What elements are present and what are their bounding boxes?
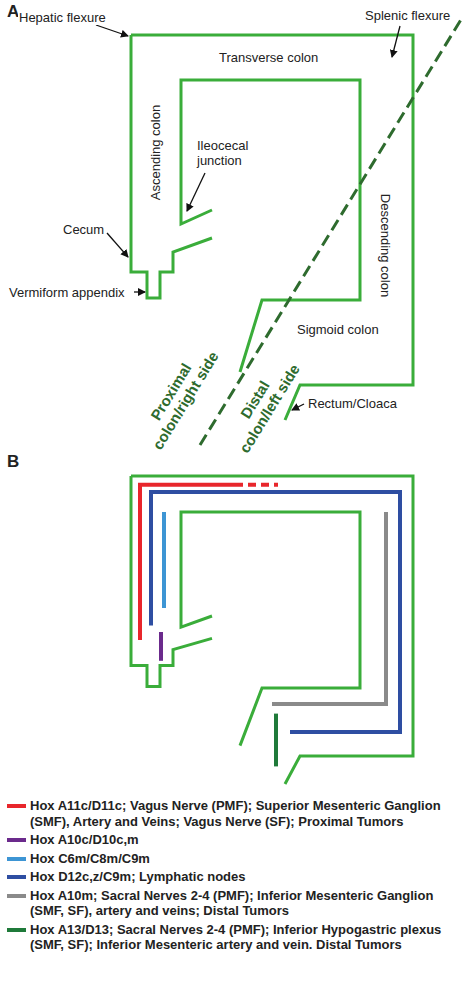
part-label: Rectum/Cloaca	[307, 396, 398, 411]
region-line	[140, 485, 235, 640]
colon-outline-b	[131, 476, 413, 784]
part-label: Proximal colon/right side	[134, 339, 223, 454]
legend-swatch	[7, 928, 26, 932]
part-label: Splenic flexure	[364, 8, 451, 23]
legend-swatch-box	[6, 854, 30, 864]
legend-swatch	[7, 894, 26, 898]
region-line	[151, 492, 400, 732]
legend-swatch	[7, 875, 26, 879]
region-line	[159, 632, 163, 661]
part-label: Descending colon	[378, 192, 393, 297]
legend-entry: Hox A10c/D10c,m	[6, 832, 468, 848]
legend-text: Hox A10c/D10c,m	[30, 832, 139, 848]
legend-swatch	[7, 804, 26, 808]
legend-swatch-box	[6, 835, 30, 845]
legend-swatch-box	[6, 801, 30, 811]
legend: Hox A11c/D11c; Vagus Nerve (PMF); Superi…	[6, 798, 468, 956]
region-line	[235, 483, 278, 487]
legend-text: Hox D12c,z/C9m; Lymphatic nodes	[30, 869, 246, 885]
part-label: Cecum	[62, 222, 105, 237]
legend-entry: Hox A11c/D11c; Vagus Nerve (PMF); Superi…	[6, 798, 468, 829]
legend-text: Hox A11c/D11c; Vagus Nerve (PMF); Superi…	[30, 798, 468, 829]
part-label: Hepatic flexure	[18, 10, 107, 25]
legend-text: Hox A10m; Sacral Nerves 2-4 (PMF); Infer…	[30, 888, 468, 919]
part-label: Ascending colon	[149, 103, 164, 200]
leader-arrows	[96, 25, 400, 410]
part-label: Vermiform appendix	[8, 285, 126, 300]
legend-swatch-box	[6, 872, 30, 882]
legend-entry: Hox C6m/C8m/C9m	[6, 851, 468, 867]
legend-swatch-box	[6, 891, 30, 901]
legend-swatch	[7, 857, 26, 861]
legend-entry: Hox A13/D13; Sacral Nerves 2-4 (PMF); In…	[6, 922, 468, 953]
part-label: B	[6, 452, 20, 471]
legend-swatch-box	[6, 925, 30, 935]
legend-entry: Hox D12c,z/C9m; Lymphatic nodes	[6, 869, 468, 885]
divider-line	[200, 18, 462, 445]
part-label: Sigmoid colon	[296, 322, 380, 337]
legend-text: Hox C6m/C8m/C9m	[30, 851, 150, 867]
legend-text: Hox A13/D13; Sacral Nerves 2-4 (PMF); In…	[30, 922, 468, 953]
legend-swatch	[7, 838, 26, 842]
part-label: Transverse colon	[218, 50, 319, 65]
region-line	[274, 714, 278, 767]
part-label: Ileocecal junction	[196, 138, 270, 168]
legend-entry: Hox A10m; Sacral Nerves 2-4 (PMF); Infer…	[6, 888, 468, 919]
region-line	[272, 512, 386, 704]
region-line	[162, 512, 166, 608]
